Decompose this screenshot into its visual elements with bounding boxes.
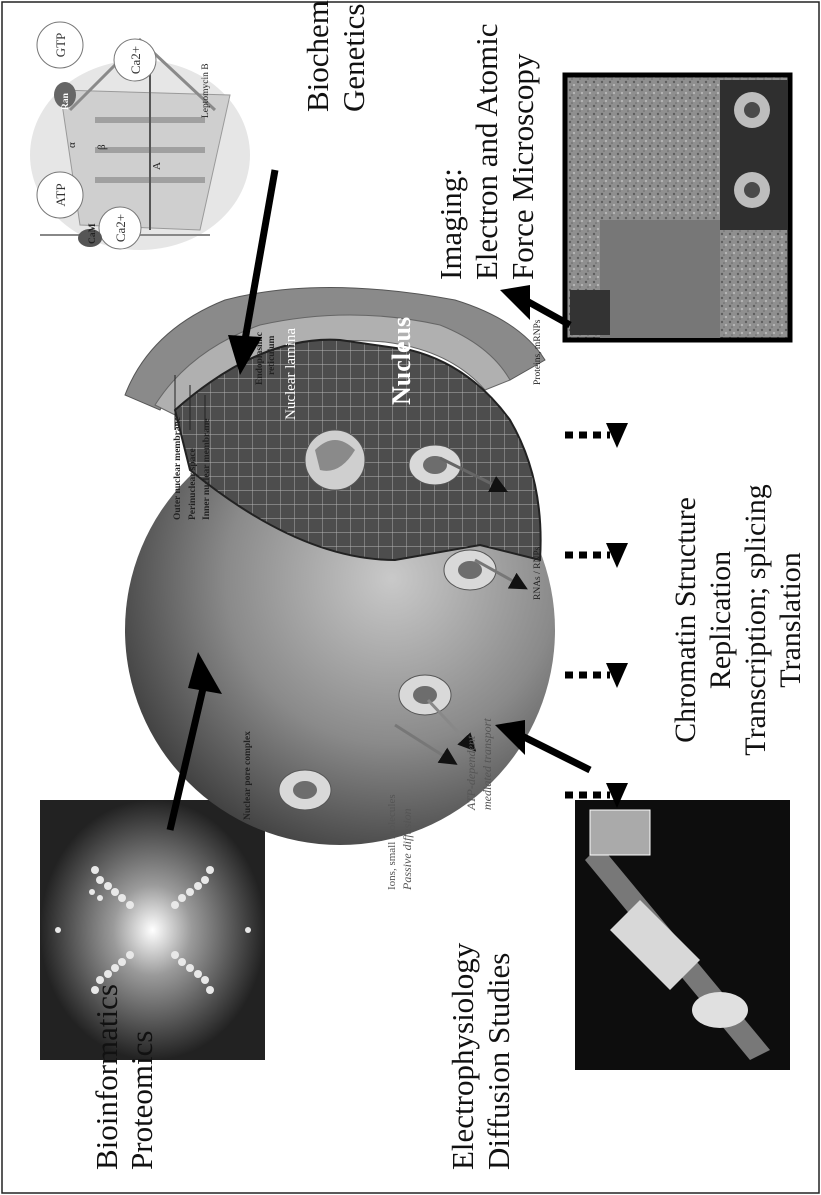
biochemistry-title: Biochemistry bbox=[300, 0, 335, 112]
perinuclear-space-label: Perinuclear space bbox=[188, 448, 198, 520]
outcome-chromatin: Chromatin Structure bbox=[669, 497, 702, 743]
microscopy-panel bbox=[565, 75, 790, 340]
outer-membrane-label: Outer nuclear membrane bbox=[173, 417, 183, 520]
svg-text:ATP: ATP bbox=[53, 183, 68, 206]
inner-membrane-label: Inner nuclear membrane bbox=[202, 418, 212, 520]
beta-label: β bbox=[96, 144, 108, 150]
leptomycin-label: Leptomycin B bbox=[201, 63, 211, 118]
imaging-title-line: Imaging: bbox=[433, 168, 468, 280]
rnas-rnps-label: RNAs / RNPs bbox=[533, 546, 543, 600]
force-microscopy-title: Force Microscopy bbox=[505, 53, 540, 280]
svg-text:Ca2+: Ca2+ bbox=[128, 46, 143, 74]
svg-text:GTP: GTP bbox=[53, 33, 68, 58]
proteomics-title: Proteomics bbox=[124, 1031, 159, 1171]
molecule-badge-ca-right: Ca2+ bbox=[99, 207, 141, 249]
mediated-transport-label-line2: mediated transport bbox=[480, 718, 494, 810]
nuclear-pore-complex-2 bbox=[444, 550, 496, 590]
a-label: A bbox=[151, 162, 163, 170]
outcome-transcription: Transcription; splicing bbox=[739, 484, 772, 755]
outcome-translation: Translation bbox=[774, 552, 807, 688]
bioinformatics-panel bbox=[40, 800, 265, 1060]
genetics-title: Genetics bbox=[336, 4, 371, 112]
er-label-line2: reticulum bbox=[267, 336, 277, 375]
pore-complex-label: Nuclear pore complex bbox=[243, 731, 253, 820]
bioinformatics-title: Bioinformatics bbox=[89, 984, 124, 1170]
nuclear-lamina-label: Nuclear lamina bbox=[283, 328, 299, 420]
passive-diffusion-label: Passive diffusion bbox=[400, 808, 414, 891]
molecule-badge-ca-left: Ca2+ bbox=[114, 39, 156, 81]
nuclear-pore-complex-3 bbox=[399, 675, 451, 715]
nucleus-label: Nucleus bbox=[387, 317, 416, 405]
svg-text:CaM: CaM bbox=[88, 223, 98, 244]
nuclear-pore-complex-4 bbox=[279, 770, 331, 810]
outcome-replication: Replication bbox=[704, 551, 737, 689]
proteins-mrnps-label: Proteins, mRNPs bbox=[533, 319, 543, 385]
ions-small-molecules-label: Ions, small molecules bbox=[386, 794, 398, 890]
electron-afm-title: Electron and Atomic bbox=[469, 23, 504, 280]
diffusion-studies-title: Diffusion Studies bbox=[481, 953, 516, 1170]
alpha-label: α bbox=[66, 142, 78, 148]
molecule-badge-gtp: GTP bbox=[37, 22, 83, 68]
electrophysiology-title: Electrophysiology bbox=[445, 942, 480, 1170]
electrophysiology-panel bbox=[575, 800, 790, 1070]
svg-text:Ca2+: Ca2+ bbox=[113, 214, 128, 242]
atp-dependent-label-line1: ATP-dependent bbox=[464, 735, 478, 811]
svg-text:Ran: Ran bbox=[61, 92, 71, 110]
molecule-badge-atp: ATP bbox=[37, 172, 83, 218]
